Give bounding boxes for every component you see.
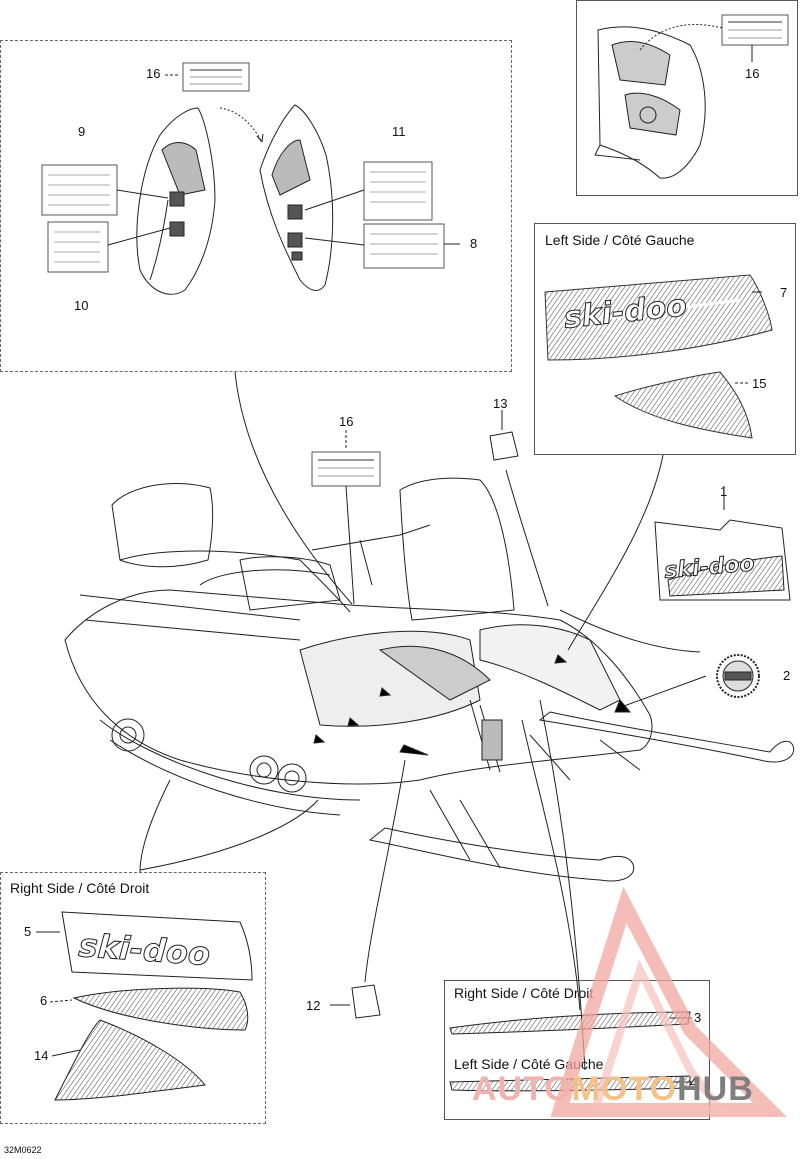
top-left-panel bbox=[0, 40, 512, 372]
top-right-panel bbox=[576, 0, 798, 196]
left-side-decal-15 bbox=[613, 371, 753, 439]
callout-15: 15 bbox=[752, 376, 767, 391]
right-side-decal-6 bbox=[72, 987, 249, 1031]
round-badge-2 bbox=[716, 654, 760, 698]
hood-decal-1 bbox=[654, 519, 791, 601]
stripes-right-title: Right Side / Côté Droit bbox=[454, 985, 594, 1001]
stripe-decal-3 bbox=[449, 1011, 691, 1035]
callout-3: 3 bbox=[694, 1010, 702, 1025]
watermark-part-1: AUTO bbox=[472, 1070, 572, 1108]
callout-16-top-left: 16 bbox=[146, 66, 161, 81]
callout-6: 6 bbox=[40, 993, 48, 1008]
callout-7: 7 bbox=[780, 285, 788, 300]
reference-code: 32M0622 bbox=[4, 1145, 42, 1155]
right-side-title: Right Side / Côté Droit bbox=[10, 880, 150, 896]
watermark-text: AUTOMOTOHUB bbox=[472, 1070, 754, 1109]
callout-11: 11 bbox=[392, 124, 406, 139]
callout-16-center: 16 bbox=[339, 414, 354, 429]
logo-decal-5: ski-doo bbox=[77, 926, 211, 973]
callout-9: 9 bbox=[78, 124, 86, 139]
callout-16-top-right: 16 bbox=[745, 66, 760, 81]
left-side-title: Left Side / Côté Gauche bbox=[545, 232, 695, 248]
watermark-logo-mark bbox=[550, 886, 787, 1117]
callout-4: 4 bbox=[690, 1075, 698, 1090]
right-side-decal-14 bbox=[54, 1019, 206, 1101]
windshield-right-part bbox=[259, 104, 334, 291]
callout-14: 14 bbox=[34, 1048, 49, 1063]
callout-12: 12 bbox=[306, 998, 321, 1013]
callout-2: 2 bbox=[783, 668, 791, 683]
callout-10: 10 bbox=[74, 298, 89, 313]
callout-5: 5 bbox=[24, 924, 32, 939]
windshield-left-part bbox=[136, 107, 216, 295]
watermark-part-3: HUB bbox=[677, 1070, 754, 1108]
right-side-decal-5 bbox=[61, 911, 253, 981]
watermark-part-2: MOTO bbox=[571, 1070, 678, 1108]
callout-13: 13 bbox=[493, 396, 508, 411]
left-side-decal-7 bbox=[544, 274, 773, 361]
callout-8: 8 bbox=[470, 236, 478, 251]
windshield-top-right bbox=[594, 26, 706, 179]
snowmobile-illustration bbox=[64, 477, 795, 882]
callout-1: 1 bbox=[720, 484, 728, 499]
